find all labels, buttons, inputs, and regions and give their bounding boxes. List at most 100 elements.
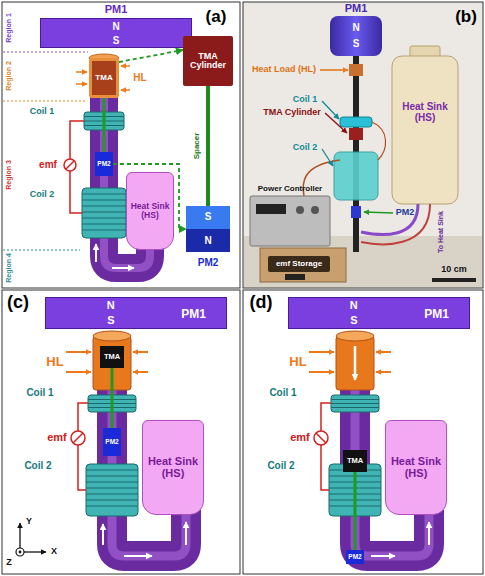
coil-label: Coil 2	[30, 190, 55, 199]
axis-label: Z	[6, 558, 12, 567]
display	[256, 204, 286, 214]
coil-label: Coil 2	[267, 461, 294, 472]
edge-label: Spacer	[193, 132, 201, 161]
wire	[372, 122, 386, 160]
tubing	[361, 204, 430, 244]
photo-label: PM2	[396, 208, 415, 217]
leader-arrow	[322, 149, 333, 166]
photo-label: Coil 1	[293, 95, 318, 104]
region-divider	[3, 249, 80, 250]
tma-housing	[336, 336, 374, 390]
heat-sink-box: Heat Sink (HS)	[142, 420, 204, 515]
coil-winding	[86, 470, 138, 506]
emf-symbol	[73, 433, 83, 443]
magnet-box: NSPM1	[288, 297, 470, 329]
magnet-name: PM1	[181, 308, 206, 321]
photo-label: To Heat Sink	[437, 211, 444, 253]
pole-label: N	[107, 300, 115, 312]
pole-label: N	[352, 23, 359, 34]
magnet-photo: PM1NS	[330, 16, 382, 56]
emf-symbol	[66, 161, 74, 169]
magnet-name: PM1	[424, 308, 449, 321]
axis-arrow	[24, 551, 46, 552]
photo-label: Coil 2	[293, 143, 318, 152]
knob	[296, 206, 304, 214]
axis-label: X	[51, 547, 57, 556]
photo-label: Heat Load (HL)	[252, 65, 316, 74]
emf-label: emf	[47, 432, 67, 444]
photo-label: Power Controller	[258, 185, 322, 193]
pole-label: N	[204, 236, 211, 247]
panel-frame	[243, 290, 483, 574]
part-label: PM2	[348, 554, 361, 561]
heat-arrow	[133, 371, 148, 373]
heat-arrow	[133, 351, 148, 353]
coil-winding	[331, 400, 379, 408]
emf-wire	[78, 403, 88, 490]
leader-arrow	[322, 101, 339, 119]
heat-arrow	[121, 89, 130, 91]
magnet-name: PM1	[345, 3, 368, 15]
panel-c-art	[2, 290, 240, 574]
pm2-photo	[351, 206, 361, 218]
magnet-name: PM1	[105, 4, 128, 16]
pole-label: N	[112, 22, 119, 33]
heat-arrow	[76, 71, 87, 73]
axis-symbol	[16, 548, 24, 556]
coil-photo	[340, 117, 372, 127]
magnet-box: NS PM1	[45, 297, 227, 329]
heat-load	[349, 64, 363, 76]
panel-letter: (d)	[250, 293, 273, 312]
part-label: emf Storage	[276, 260, 322, 268]
panel-b-photo	[243, 2, 483, 288]
part-label: TMA	[95, 74, 112, 82]
flow-arrow	[112, 267, 134, 269]
flow-arrow	[95, 244, 97, 262]
emf-label: emf	[290, 432, 310, 444]
axis-symbol	[19, 551, 22, 554]
leader-arrow	[320, 69, 348, 71]
heat-arrow	[76, 83, 87, 85]
power-controller	[250, 196, 330, 246]
pole-label: S	[107, 315, 114, 327]
tma-box: TMA	[343, 450, 367, 472]
heat-arrow	[309, 371, 334, 373]
part-label: Heat Sink (HS)	[128, 202, 172, 220]
heat-sink-bottle	[392, 56, 458, 204]
coil-label: Coil 1	[269, 388, 296, 399]
storage-board	[260, 248, 346, 282]
part-label: PM2	[97, 161, 110, 168]
part-label: TMA	[104, 353, 120, 361]
heat-arrow	[66, 371, 91, 373]
coil-symbol	[82, 188, 126, 238]
part-label: TMA Cylinder	[185, 52, 231, 71]
magnet-box: PM2	[95, 152, 113, 176]
coil-label: Coil 1	[30, 107, 55, 116]
cylinder-top	[336, 331, 374, 341]
spacer-rod	[206, 86, 210, 206]
emf-symbol	[316, 433, 326, 443]
pole-label: S	[205, 212, 212, 223]
coil-photo	[334, 152, 378, 200]
heat-arrow	[121, 65, 130, 67]
emf-label: emf	[39, 160, 57, 171]
leader-arrow	[364, 212, 393, 213]
part-label: Heat Sink (HS)	[387, 456, 445, 479]
magnet-name: PM2	[198, 258, 219, 269]
part-label: Heat Sink (HS)	[144, 456, 202, 479]
magnet-box: PM1NS	[40, 18, 192, 48]
heat-load-label: HL	[46, 355, 63, 369]
coil-label: Coil 2	[24, 461, 51, 472]
heat-arrow	[66, 351, 91, 353]
flow-arrow	[124, 555, 152, 557]
panel-frame	[2, 2, 240, 288]
region-label: Region 1	[5, 13, 12, 43]
photo-label: Heat Sink (HS)	[399, 102, 451, 123]
tma-box: TMA	[100, 346, 124, 368]
cylinder-top	[93, 331, 131, 341]
heat-sink-box: Heat Sink (HS)	[385, 420, 447, 515]
photo-label: TMA Cylinder	[263, 108, 321, 117]
scale-bar	[432, 278, 476, 282]
region-divider	[3, 51, 88, 52]
